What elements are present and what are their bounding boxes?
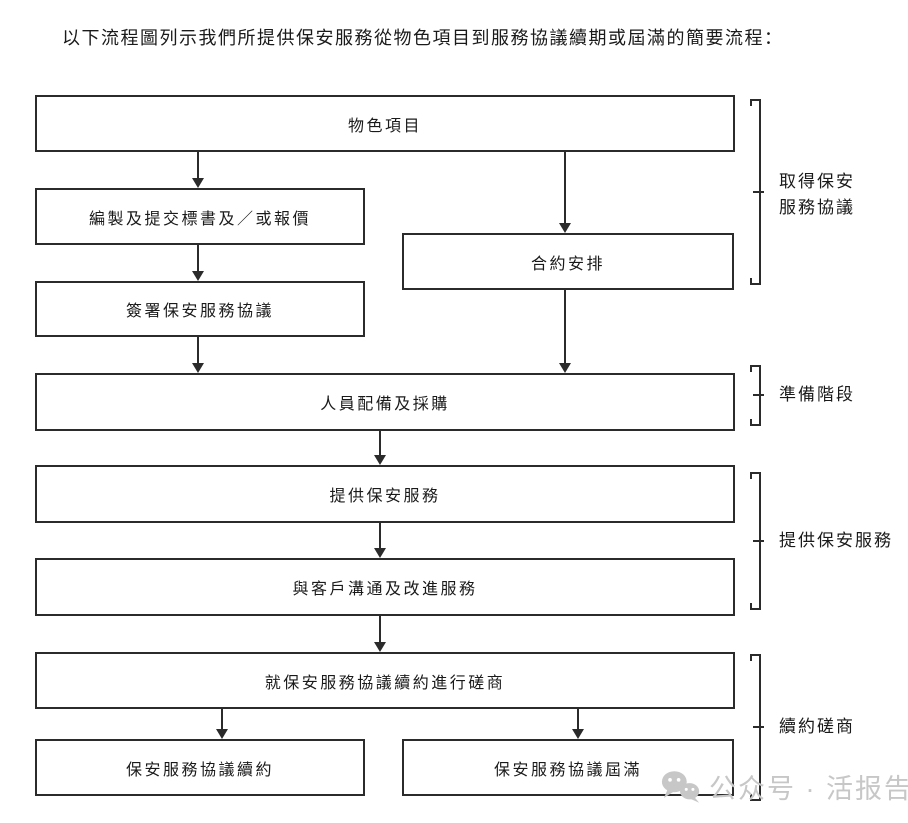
flow-box-sign-agreement: 簽署保安服務協議 <box>35 281 365 337</box>
arrow-down-icon <box>571 709 585 739</box>
flow-box-prepare-tender: 編製及提交標書及／或報價 <box>35 188 365 245</box>
flow-box-renewal-negotiation: 就保安服務協議續約進行磋商 <box>35 652 735 709</box>
flow-box-agreement-renewal: 保安服務協議續約 <box>35 739 365 796</box>
arrow-down-icon <box>191 152 205 188</box>
flow-box-staffing-procurement: 人員配備及採購 <box>35 373 735 431</box>
arrow-down-icon <box>558 290 572 373</box>
stage-label-renewal: 續約磋商 <box>779 717 855 736</box>
stage-label-service-provision: 提供保安服務 <box>779 531 893 550</box>
flow-box-provide-services: 提供保安服務 <box>35 465 735 523</box>
flow-box-contract-arrangement: 合約安排 <box>402 233 734 290</box>
arrow-down-icon <box>373 616 387 652</box>
stage-brace-preparation <box>750 365 764 426</box>
stage-brace-obtain-agreement <box>750 99 764 285</box>
stage-label-preparation: 準備階段 <box>779 385 855 404</box>
arrow-down-icon <box>215 709 229 739</box>
stage-brace-renewal <box>750 654 764 801</box>
arrow-down-icon <box>191 337 205 373</box>
stage-label-obtain-agreement: 取得保安 服務協議 <box>779 172 855 217</box>
arrow-down-icon <box>558 152 572 233</box>
flow-box-agreement-expiry: 保安服務協議屆滿 <box>402 739 734 796</box>
flowchart-intro-text: 以下流程圖列示我們所提供保安服務從物色項目到服務協議續期或屆滿的簡要流程： <box>62 28 784 48</box>
stage-brace-service-provision <box>750 472 764 610</box>
wechat-icon <box>661 771 700 803</box>
watermark: 公众号 · 活报告 <box>660 767 908 806</box>
arrow-down-icon <box>191 245 205 281</box>
flow-box-identify-project: 物色項目 <box>35 95 735 152</box>
arrow-down-icon <box>373 431 387 465</box>
watermark-text: 公众号 · 活报告 <box>709 774 908 804</box>
arrow-down-icon <box>373 523 387 558</box>
flow-box-communicate-improve: 與客戶溝通及改進服務 <box>35 558 735 616</box>
